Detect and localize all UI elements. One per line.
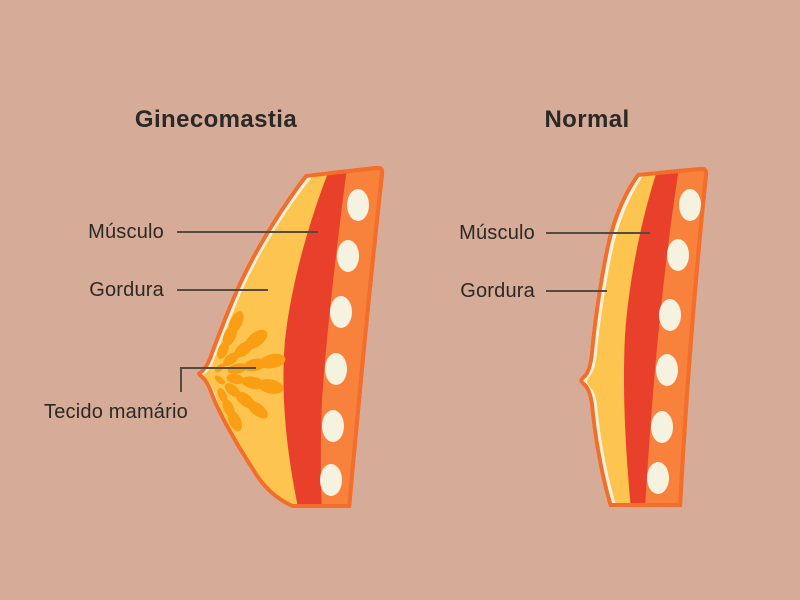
rib-oval <box>651 411 673 443</box>
rib-ovals <box>647 189 701 494</box>
panel-title-normal: Normal <box>544 106 630 133</box>
rib-oval <box>347 189 369 221</box>
rib-oval <box>325 353 347 385</box>
label-musculo-right: Músculo <box>459 222 535 244</box>
pointer-lines <box>177 231 650 392</box>
label-gordura-left: Gordura <box>89 279 164 301</box>
rib-oval <box>679 189 701 221</box>
tecido-pointer-line <box>180 367 256 392</box>
rib-oval <box>337 240 359 272</box>
label-musculo-left: Músculo <box>88 221 164 243</box>
rib-oval <box>659 299 681 331</box>
label-gordura-right: Gordura <box>460 280 535 302</box>
rib-oval <box>656 354 678 386</box>
rib-oval <box>647 462 669 494</box>
rib-ovals <box>320 189 369 496</box>
rib-oval <box>320 464 342 496</box>
rib-oval <box>667 239 689 271</box>
ginecomastia-diagram <box>196 165 385 508</box>
rib-oval <box>322 410 344 442</box>
label-tecido-mamario: Tecido mamário <box>44 401 188 423</box>
panel-title-ginecomastia: Ginecomastia <box>134 106 298 133</box>
rib-oval <box>330 296 352 328</box>
normal-diagram <box>579 166 709 507</box>
